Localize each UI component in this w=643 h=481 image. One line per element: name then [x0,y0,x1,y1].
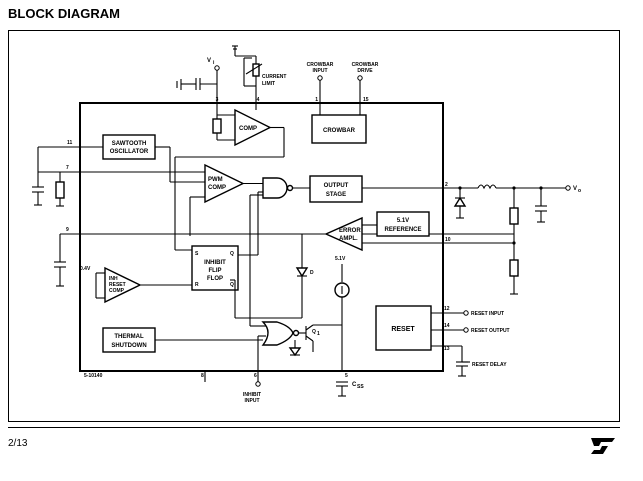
svg-text:Q: Q [230,251,234,257]
inhibit-flip-flop-block [191,245,239,291]
svg-text:i: i [213,60,215,66]
svg-text:SHUTDOWN: SHUTDOWN [111,343,146,349]
reset-delay-label: RESET DELAY [472,362,507,368]
current-limit-label: CURRENT [262,74,286,80]
crowbar-drive-label-2: DRIVE [357,68,373,74]
css-label: C [352,382,357,388]
q1-diode [288,347,302,357]
nor-gate [261,321,294,346]
svg-text:CROWBAR: CROWBAR [323,128,356,134]
svg-text:INH: INH [109,276,118,282]
svg-text:COMP: COMP [109,288,125,294]
pin-4: 4 [257,97,260,103]
pin-9: 9 [66,227,69,233]
current-limit-pot [232,45,263,103]
svg-text:COMP: COMP [208,185,226,191]
page-heading: BLOCK DIAGRAM [8,6,120,21]
svg-text:o: o [578,188,581,194]
thermal-shutdown-block [102,327,156,353]
v04-label: 0.4V [80,266,91,272]
diagram-frame [8,30,620,422]
pwm-comparator [204,163,245,204]
svg-text:R: R [195,282,199,288]
svg-text:SAWTOOTH: SAWTOOTH [112,141,147,147]
svg-text:V: V [207,58,211,64]
svg-text:1: 1 [317,331,320,337]
pin-12: 12 [444,306,450,312]
current-limit-label-2: LIMIT [262,81,275,87]
st-logo [591,438,615,454]
inhibit-input-label-2: INPUT [245,398,260,404]
d-diode [295,267,309,278]
divider-resistor-top [509,207,519,225]
inh-reset-comparator [104,266,142,304]
svg-text:Q: Q [230,282,234,288]
footer-divider [8,427,620,428]
svg-text:COMP: COMP [239,126,257,132]
pin-3: 3 [216,97,219,103]
ic-outline [79,102,444,372]
pin-11: 11 [67,140,73,146]
nand-gate [262,177,288,199]
pin-10: 10 [445,237,451,243]
comp-amplifier [234,108,272,147]
svg-text:OUTPUT: OUTPUT [324,183,349,189]
svg-text:OSCILLATOR: OSCILLATOR [110,149,149,155]
svg-text:RESET: RESET [109,282,126,288]
svg-text:FLIP: FLIP [209,268,222,274]
svg-text:5.1V: 5.1V [397,218,409,224]
svg-text:STAGE: STAGE [326,192,346,198]
freewheel-diode [453,196,467,207]
svg-text:ERROR: ERROR [339,228,361,234]
output-inductor [477,184,497,190]
error-amplifier [324,216,363,252]
pin-2: 2 [445,182,448,188]
vi-input: V i [176,58,220,103]
vo-label: V [573,186,577,192]
reset-input-label: RESET INPUT [471,311,504,317]
pin-15: 15 [363,97,369,103]
sawtooth-oscillator-block [102,134,156,160]
crowbar-drive-label: CROWBAR [352,62,379,68]
svg-text:S: S [195,251,199,257]
svg-text:REFERENCE: REFERENCE [384,227,421,233]
pin-13: 13 [444,346,450,352]
svg-text:PWM: PWM [208,177,223,183]
page-number: 2/13 [8,438,28,449]
pin-8: 8 [201,373,204,379]
reset-block [375,305,432,351]
crowbar-input-label-2: INPUT [313,68,328,74]
figure-code: 5-10140 [84,373,103,379]
pin-5: 5 [345,373,348,379]
divider-resistor-bottom [509,259,519,277]
reference-block [376,211,430,237]
pin-1: 1 [315,97,318,103]
svg-text:FLOP: FLOP [207,276,223,282]
v51-label: 5.1V [335,256,346,262]
osc-resistor [55,181,65,199]
svg-text:AMPL.: AMPL. [339,236,358,242]
svg-text:D: D [310,270,314,276]
svg-text:THERMAL: THERMAL [114,334,144,340]
pin-14: 14 [444,323,450,329]
reset-output-label: RESET OUTPUT [471,328,510,334]
crowbar-block [311,114,367,144]
q1-label: Q [312,329,316,335]
pin-7: 7 [66,165,69,171]
crowbar-input-label: CROWBAR [307,62,334,68]
svg-text:RESET: RESET [391,326,415,333]
svg-text:INHIBIT: INHIBIT [204,260,226,266]
sense-resistor [212,118,222,134]
inhibit-input-label: INHIBIT [243,392,261,398]
output-stage-block [309,175,363,203]
pin-6: 6 [254,373,257,379]
svg-text:SS: SS [357,384,364,390]
